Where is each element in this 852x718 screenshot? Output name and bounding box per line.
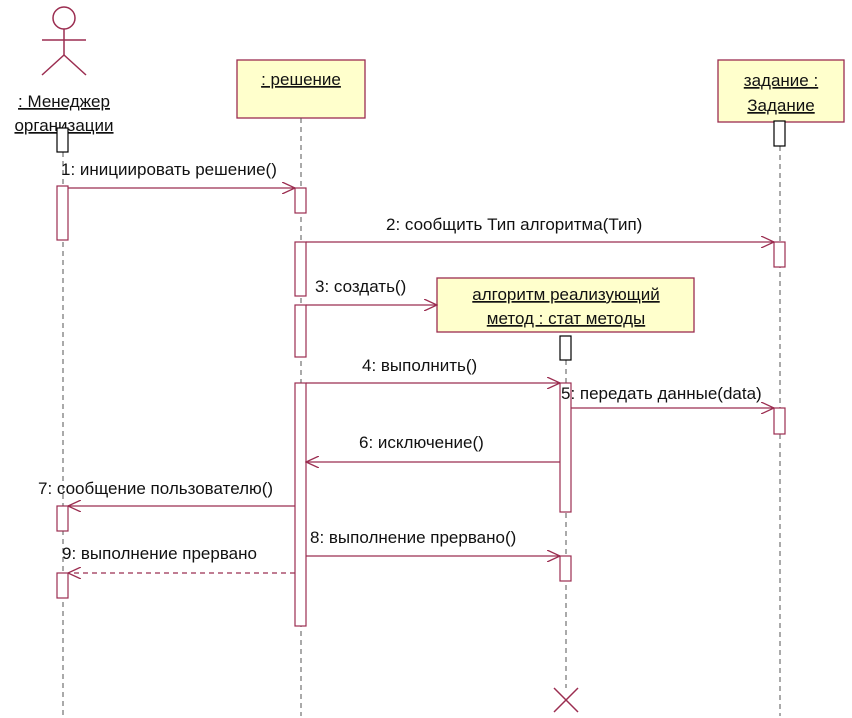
activation-actor-2 xyxy=(56,505,69,532)
activation-algoritm-top xyxy=(559,335,572,361)
message-label-3: 3: создать() xyxy=(315,277,406,296)
object-label-algoritm-line2: метод : стат методы xyxy=(487,309,645,328)
message-label-8: 8: выполнение прервано() xyxy=(310,528,516,547)
object-box-zadanie[interactable] xyxy=(717,59,845,123)
activation-zadanie-top xyxy=(773,120,786,147)
message-label-7: 7: сообщение пользователю() xyxy=(38,479,273,498)
message-label-9: 9: выполнение прервано xyxy=(62,544,257,563)
message-label-2: 2: сообщить Тип алгоритма(Тип) xyxy=(386,215,642,234)
destroy-x-icon xyxy=(553,687,579,713)
activation-reshenie-1 xyxy=(294,187,307,214)
activation-reshenie-2 xyxy=(294,241,307,297)
actor-name-line2: организации xyxy=(14,116,113,135)
object-label-reshenie: : решение xyxy=(261,70,341,89)
activation-algoritm-2 xyxy=(559,555,572,582)
object-label-algoritm-line1: алгоритм реализующий xyxy=(472,285,659,304)
activation-algoritm-1 xyxy=(559,382,572,513)
activation-actor-1 xyxy=(56,185,69,241)
message-label-1: 1: инициировать решение() xyxy=(61,160,277,179)
actor-stick-figure xyxy=(41,6,87,76)
message-label-5: 5: передать данные(data) xyxy=(561,384,762,403)
activation-reshenie-3 xyxy=(294,304,307,358)
activation-zadanie-1 xyxy=(773,241,786,268)
object-label-zadanie-line2: Задание xyxy=(747,96,814,115)
object-label-zadanie-line1: задание : xyxy=(744,71,818,90)
actor-name-line1: : Менеджер xyxy=(18,92,110,111)
activation-actor-top xyxy=(56,127,69,153)
activation-reshenie-4 xyxy=(294,382,307,627)
activation-actor-3 xyxy=(56,572,69,599)
message-label-6: 6: исключение() xyxy=(359,433,484,452)
activation-zadanie-2 xyxy=(773,407,786,435)
object-box-reshenie[interactable] xyxy=(236,59,366,119)
message-label-4: 4: выполнить() xyxy=(362,356,477,375)
